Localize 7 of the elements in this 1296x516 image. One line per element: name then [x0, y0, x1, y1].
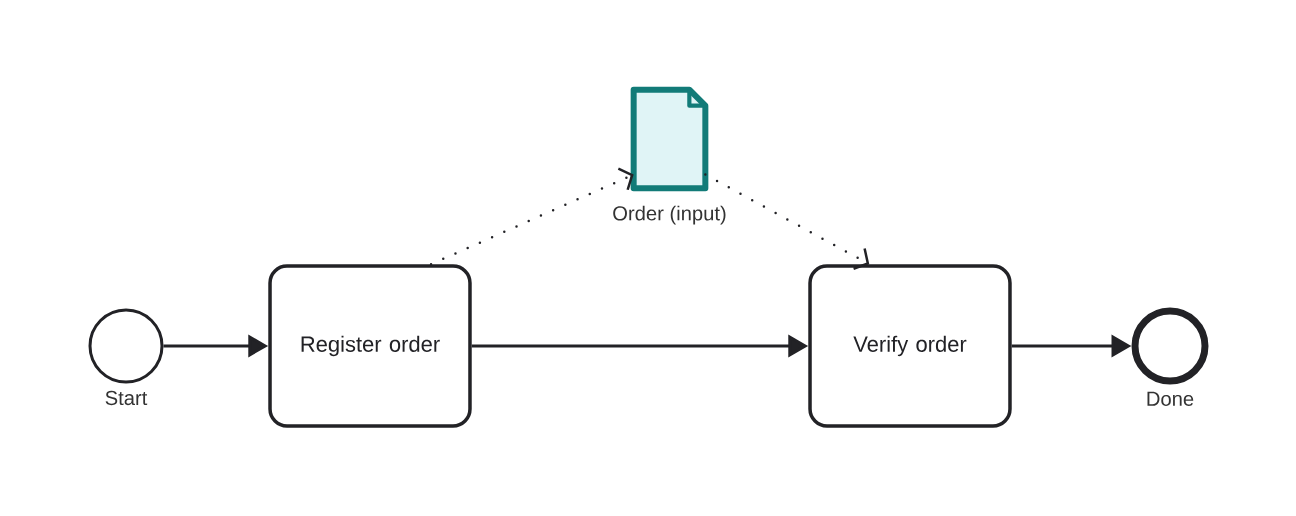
dotted-arrow: [704, 173, 870, 270]
task-box: Register order: [268, 264, 472, 428]
node-label: Start: [105, 390, 148, 406]
dotted-arrow: [429, 167, 634, 266]
node-label: Order (input): [613, 205, 726, 225]
node-label: Done: [1147, 391, 1194, 406]
task-box: Verify order: [808, 264, 1012, 428]
